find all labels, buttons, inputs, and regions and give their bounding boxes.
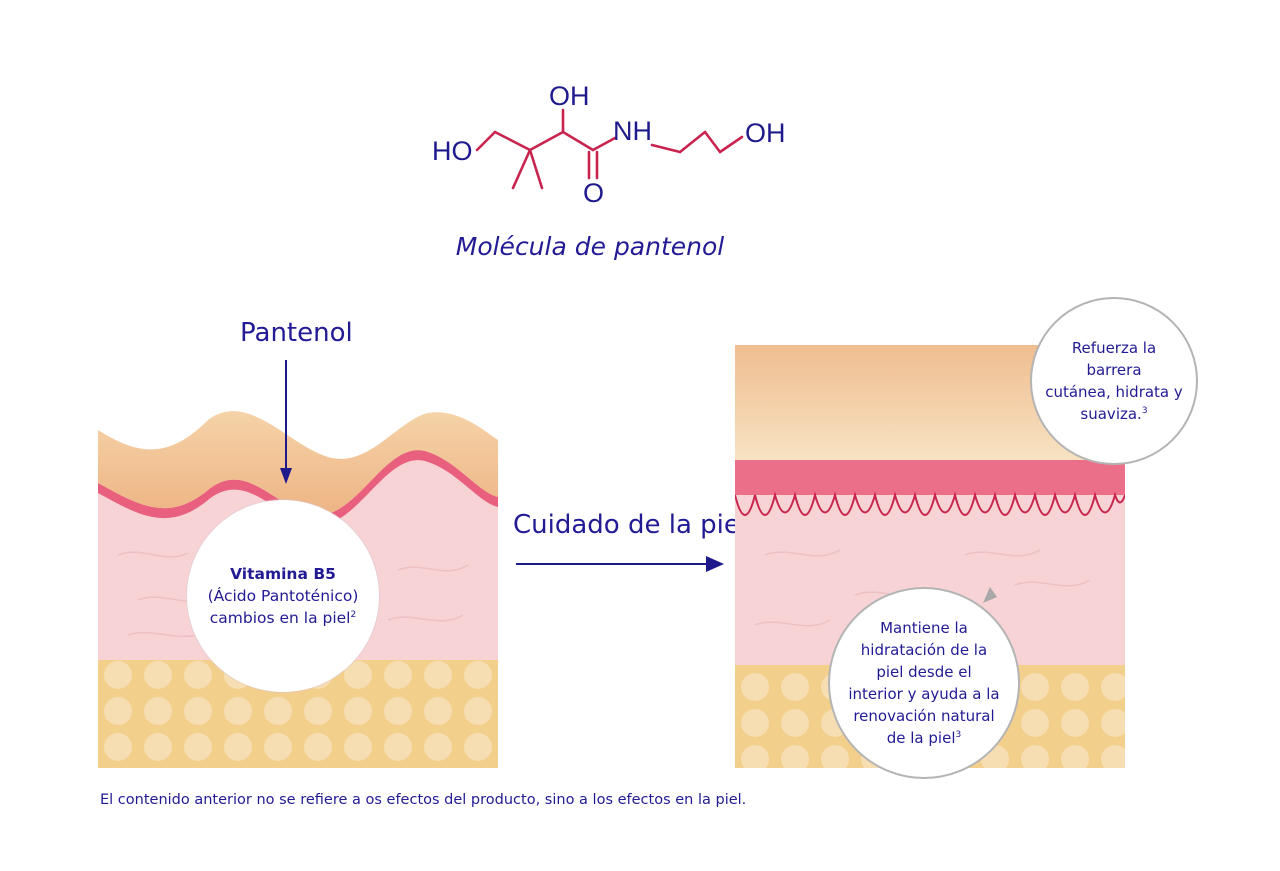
circle-top-line1: Refuerza la barrera xyxy=(1071,339,1157,379)
process-arrow-head xyxy=(706,556,724,572)
bond-chain-2 xyxy=(703,130,722,154)
circle-left-line2: cambios en la piel xyxy=(209,609,351,627)
pantenol-molecule-diagram: HO OH NH OH O xyxy=(432,81,786,208)
bond-chain-1 xyxy=(678,130,707,154)
circle-bottom-line4: interior y ayuda a la xyxy=(848,685,1000,703)
bond-methyl-1 xyxy=(511,148,532,190)
vitamin-b5-circle: Vitamina B5 (Ácido Pantoténico) cambios … xyxy=(187,500,379,692)
bond-c-choh xyxy=(528,130,565,152)
circle-left-line1: (Ácido Pantoténico) xyxy=(207,587,359,605)
skin-care-label: Cuidado de la piel xyxy=(513,510,748,540)
circle-top-ref: 3 xyxy=(1141,406,1148,416)
circle-left-ref: 2 xyxy=(350,609,357,620)
atom-oh-right: OH xyxy=(745,118,786,148)
epidermis-line xyxy=(98,450,498,526)
hydration-circle: Mantiene la hidratación de la piel desde… xyxy=(828,587,1020,779)
circle-bottom-line5: renovación natural xyxy=(853,707,995,725)
circle-left-title: Vitamina B5 xyxy=(230,565,336,583)
pantenol-label: Pantenol xyxy=(240,318,353,348)
disclaimer-text: El contenido anterior no se refiere a os… xyxy=(100,792,747,808)
circle-top-line2: cutánea, hidrata y xyxy=(1045,383,1183,401)
circle-bottom-line2: hidratación de la xyxy=(860,641,988,659)
atom-nh: NH xyxy=(613,116,652,146)
circle-bottom-line1: Mantiene la xyxy=(880,619,968,637)
dermal-papillae xyxy=(735,491,1125,516)
circle-bottom-line6: de la piel xyxy=(886,729,956,747)
bond-ch2-c xyxy=(493,130,532,152)
circle-bottom-ref: 3 xyxy=(955,730,962,740)
atom-ho-left: HO xyxy=(432,136,473,166)
bond-methyl-2 xyxy=(528,148,544,190)
bond-nh-ch2 xyxy=(650,143,682,154)
stratum-corneum xyxy=(98,411,498,516)
bond-chain-oh xyxy=(718,135,744,154)
circle-top-line3: suaviza. xyxy=(1080,405,1142,423)
atom-o-bottom: O xyxy=(583,178,604,208)
circle-bottom-line3: piel desde el xyxy=(876,663,972,681)
bond-ho-ch2 xyxy=(475,130,497,152)
bond-choh-co xyxy=(561,130,595,152)
epidermis-layer xyxy=(735,460,1125,500)
barrier-circle: Refuerza la barrera cutánea, hidrata y s… xyxy=(1030,297,1198,465)
bond-co-nh xyxy=(591,136,617,152)
molecule-caption: Molécula de pantenol xyxy=(455,232,725,261)
atom-oh-top: OH xyxy=(549,81,590,111)
pointer-triangle xyxy=(983,587,997,603)
